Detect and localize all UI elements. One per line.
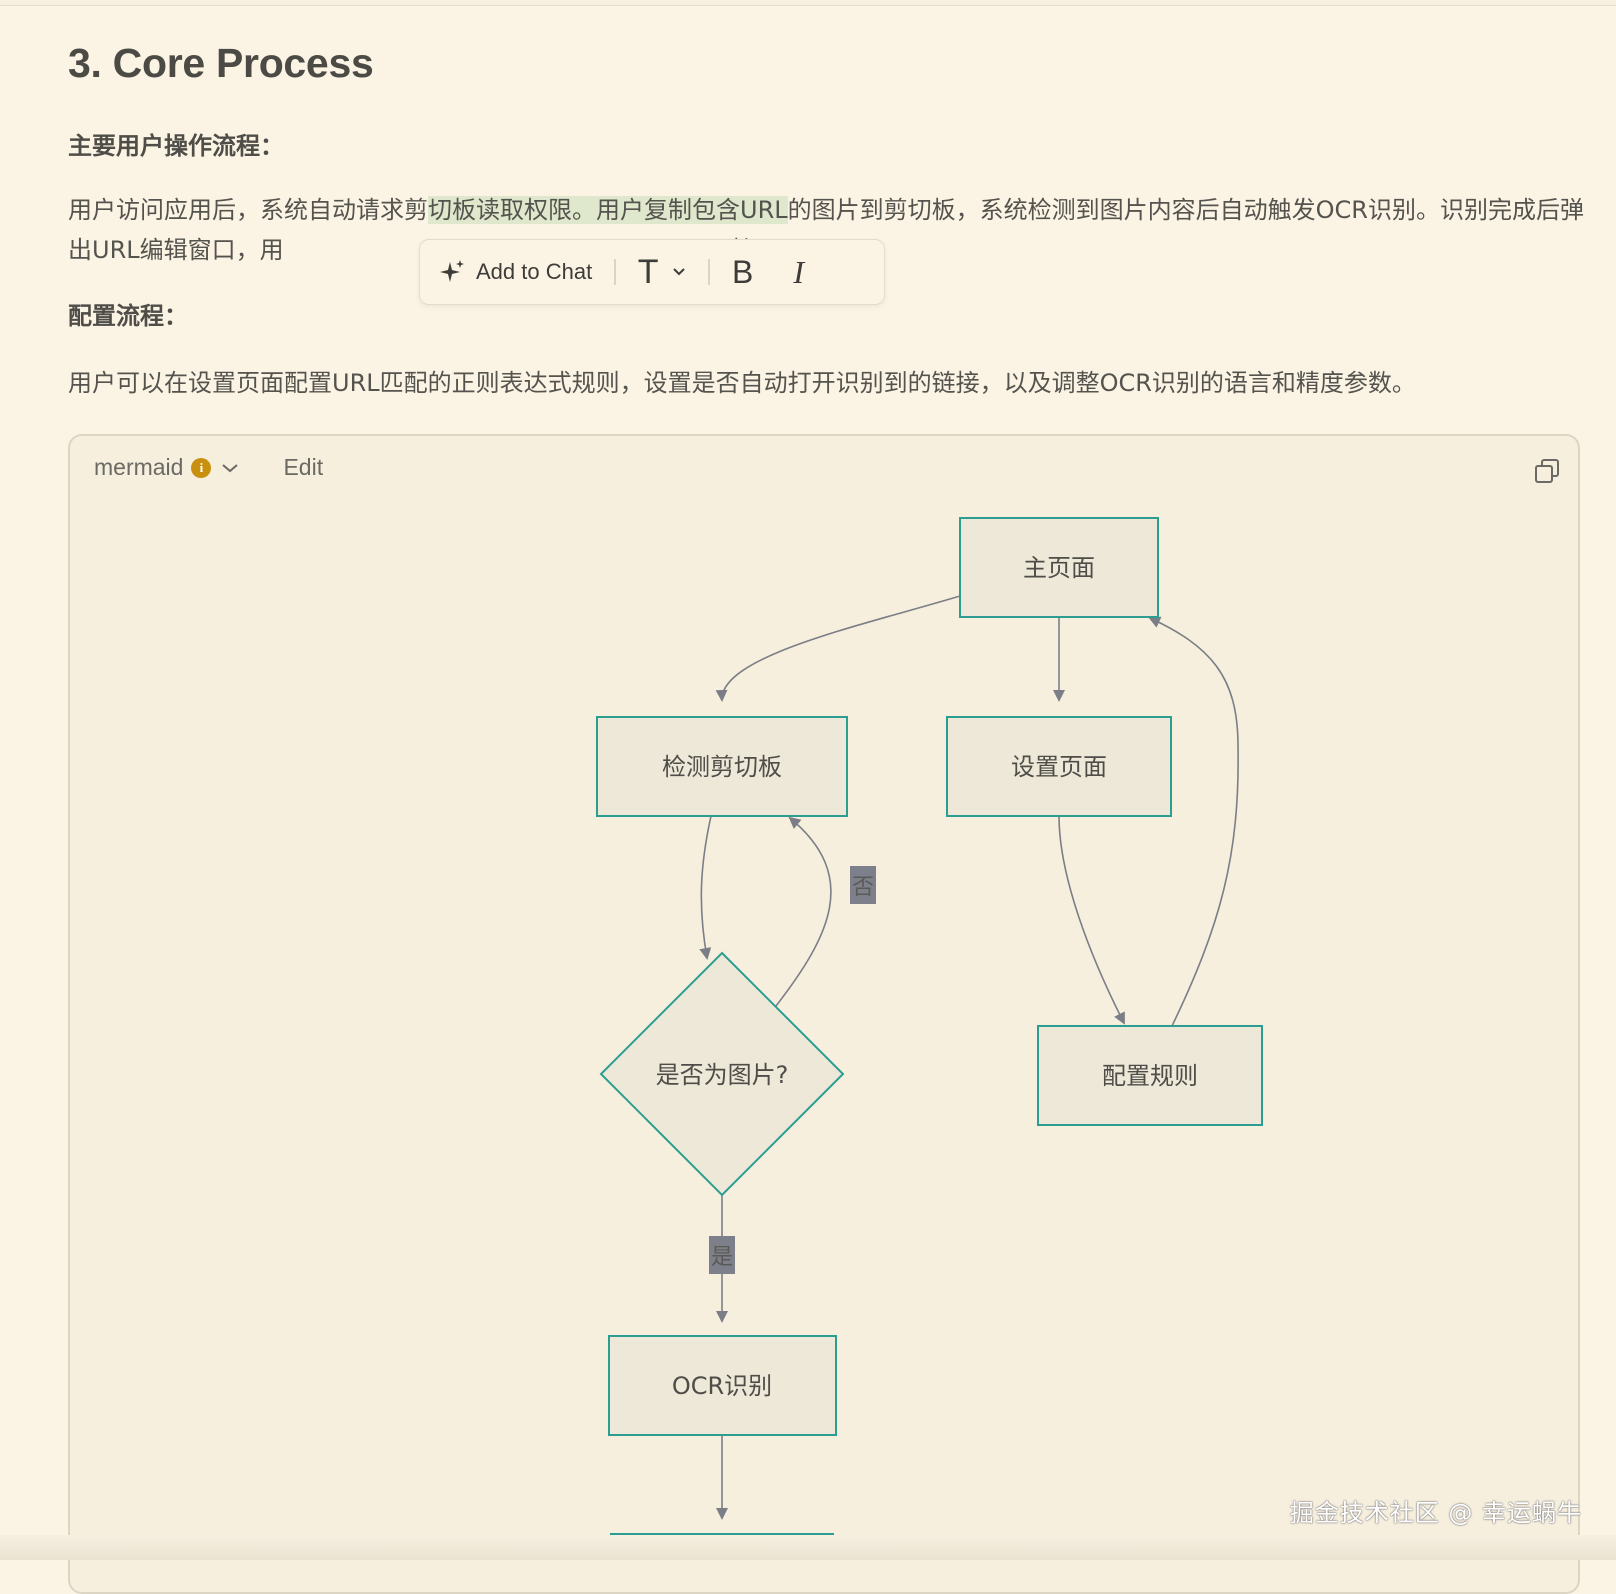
- edit-button[interactable]: Edit: [283, 454, 324, 480]
- language-selector[interactable]: mermaid: [94, 454, 184, 480]
- selected-text: 切板读取权限。用户复制包含URL: [428, 196, 788, 224]
- main-flow-paragraph[interactable]: 用户访问应用后，系统自动请求剪切板读取权限。用户复制包含URL的图片到剪切板，系…: [68, 190, 1588, 270]
- node-config-label: 配置规则: [1102, 1062, 1198, 1090]
- config-flow-heading: 配置流程：: [68, 302, 188, 330]
- toolbar-divider: [614, 259, 616, 285]
- node-config-rules: 配置规则: [1037, 1025, 1263, 1126]
- add-to-chat-label: Add to Chat: [476, 259, 593, 284]
- watermark: 掘金技术社区 @ 幸运蜗牛: [1289, 1499, 1582, 1527]
- bold-button[interactable]: B: [731, 253, 754, 290]
- chevron-down-icon[interactable]: [221, 462, 239, 474]
- info-icon[interactable]: i: [191, 457, 212, 478]
- node-settings-label: 设置页面: [1011, 753, 1107, 781]
- top-divider: [0, 0, 1616, 6]
- node-home: 主页面: [959, 517, 1159, 618]
- mermaid-code-block: mermaid i Edit 否 是 主页面: [68, 434, 1580, 1594]
- edge-detect-to-decision: [699, 815, 712, 960]
- toolbar-divider: [708, 259, 710, 285]
- config-flow-paragraph[interactable]: 用户可以在设置页面配置URL匹配的正则表达式规则，设置是否自动打开识别到的链接，…: [68, 369, 1416, 397]
- copy-icon[interactable]: [1534, 458, 1560, 484]
- edge-home-to-detect: [715, 595, 961, 702]
- main-flow-text-part: 的图片到剪切板，系统检测到图片内容后自动触发OCR识别。识别完成后弹出URL编辑…: [68, 196, 1584, 264]
- sparkle-icon: [440, 260, 464, 282]
- chevron-down-icon: [673, 268, 686, 276]
- add-to-chat-button[interactable]: Add to Chat: [438, 258, 592, 286]
- node-detect-label: 检测剪切板: [662, 753, 782, 781]
- main-flow-heading: 主要用户操作流程：: [68, 132, 284, 160]
- text-style-dropdown[interactable]: T: [638, 253, 687, 292]
- node-is-image-decision: 是否为图片?: [599, 951, 845, 1197]
- node-detect-clipboard: 检测剪切板: [596, 716, 848, 817]
- node-ocr: OCR识别: [608, 1335, 837, 1436]
- page-title: 3. Core Process: [68, 40, 374, 86]
- edge-decision-no-to-detect: [775, 816, 832, 1007]
- edge-label-no: 否: [852, 875, 874, 900]
- edge-label-yes-bg: [709, 1236, 735, 1274]
- text-style-icon: T: [637, 252, 659, 291]
- flowchart-diagram: 否 是 主页面 检测剪切板 设置页面 是否为图片? 配置规则 OCR识别: [596, 517, 1263, 1556]
- main-flow-text-part: 用户访问应用后，系统自动请求剪: [68, 196, 428, 224]
- italic-button[interactable]: I: [793, 253, 804, 290]
- text-format-toolbar: Add to Chat T B I: [419, 239, 885, 305]
- code-block-header: mermaid i Edit: [94, 454, 323, 481]
- edge-config-to-home: [1148, 616, 1239, 1027]
- edge-label-no-bg: [850, 866, 876, 904]
- node-ocr-label: OCR识别: [672, 1372, 772, 1400]
- node-is-image-label: 是否为图片?: [656, 1061, 789, 1089]
- edge-label-yes: 是: [711, 1245, 733, 1270]
- edge-settings-to-config: [1058, 815, 1125, 1025]
- node-settings-page: 设置页面: [946, 716, 1172, 817]
- bottom-edge-shadow: [0, 1535, 1616, 1560]
- node-home-label: 主页面: [1023, 554, 1095, 582]
